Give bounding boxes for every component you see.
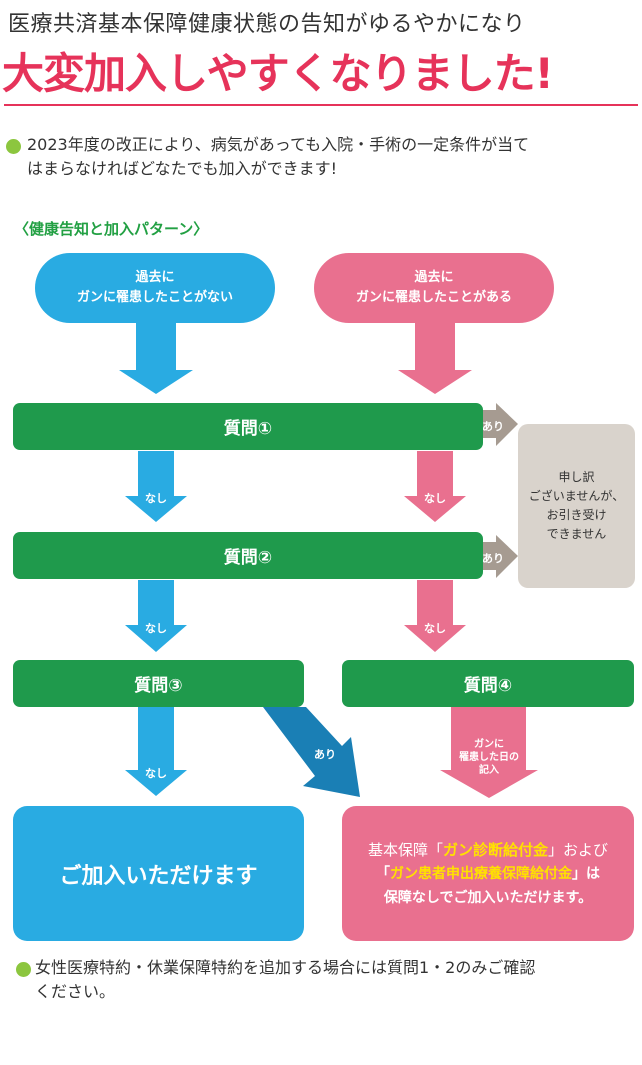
decline-box: 申し訳 ございませんが、 お引き受け できません (518, 424, 635, 588)
start-node-had-cancer: 過去に ガンに罹患したことがある (314, 253, 554, 323)
arrow-down-blue-q2 (125, 580, 187, 652)
footer-note: 女性医療特約・休業保障特約を追加する場合には質問1・2のみご確認 ください。 (35, 956, 639, 1004)
label-nashi-blue-q3: なし (145, 767, 167, 780)
footer-note-line2: ください。 (35, 982, 116, 1001)
header-headline: 大変加入しやすくなりました! (2, 49, 554, 98)
question-3-bar: 質問③ (13, 660, 304, 707)
start-node-no-cancer-line2: ガンに罹患したことがない (76, 290, 233, 305)
decline-line1: 申し訳 (558, 470, 595, 484)
label-ari-q3: あり (314, 748, 336, 761)
start-node-had-cancer-line1: 過去に (414, 270, 454, 285)
label-q4-line1: ガンに (474, 739, 504, 750)
label-ari-q1: あり (482, 420, 504, 433)
arrow-down-pink-q2 (404, 580, 466, 652)
arrow-right-q2-ari (482, 535, 518, 578)
start-node-had-cancer-line2: ガンに罹患したことがある (355, 290, 512, 305)
result-right-line2-c: 」は (572, 865, 600, 882)
arrow-down-pink-q4 (440, 707, 538, 798)
start-node-no-cancer-line1: 過去に (135, 270, 175, 285)
title-divider (4, 104, 638, 106)
arrow-right-q1-ari (482, 403, 518, 446)
decline-line3: お引き受け (546, 508, 607, 522)
result-right-line1: 基本保障「ガン診断給付金」および (368, 838, 608, 862)
arrow-down-blue-q1 (125, 451, 187, 522)
result-right-line1-c: 」および (548, 840, 609, 859)
label-q4-record-date: ガンに 罹患した日の 記入 (449, 738, 529, 777)
arrow-down-blue-start (119, 320, 193, 394)
label-q4-line3: 記入 (479, 765, 499, 776)
bullet-icon (6, 139, 21, 154)
label-nashi-pink-q2: なし (424, 622, 446, 635)
arrow-down-blue-q3 (125, 707, 187, 796)
question-1-bar: 質問① (13, 403, 483, 450)
decline-line4: できません (546, 527, 607, 541)
result-right-line3: 保障なしでご加入いただけます。 (383, 889, 593, 906)
result-can-join-without-coverage: 基本保障「ガン診断給付金」および 「ガン患者申出療養保障給付金」は 保障なしでご… (342, 806, 634, 941)
result-can-join: ご加入いただけます (13, 806, 304, 941)
label-q4-line2: 罹患した日の (459, 752, 519, 763)
intro-note: 2023年度の改正により、病気があっても入院・手術の一定条件が当て はまらなけれ… (27, 133, 639, 181)
label-nashi-blue-q2: なし (145, 622, 167, 635)
decline-line2: ございませんが、 (528, 489, 625, 503)
arrow-diagonal-q3-ari (263, 707, 360, 797)
intro-note-line1: 2023年度の改正により、病気があっても入院・手術の一定条件が当て (27, 135, 530, 154)
question-2-bar: 質問② (13, 532, 483, 579)
arrow-down-pink-q1 (404, 451, 466, 522)
result-right-line1-a: 基本保障「 (367, 840, 443, 859)
label-nashi-blue-q1: なし (145, 492, 167, 505)
result-right-line1-b: ガン診断給付金 (442, 840, 548, 859)
bullet-icon (16, 962, 31, 977)
label-nashi-pink-q1: なし (424, 492, 446, 505)
question-4-bar: 質問④ (342, 660, 634, 707)
result-right-line2: 「ガン患者申出療養保障給付金」は (376, 862, 600, 886)
intro-note-line2: はまらなければどなたでも加入ができます! (27, 159, 338, 178)
start-node-no-cancer: 過去に ガンに罹患したことがない (35, 253, 275, 323)
section-label: 〈健康告知と加入パターン〉 (14, 220, 209, 238)
result-right-line2-a: 「 (376, 865, 390, 882)
result-right-line2-b: ガン患者申出療養保障給付金 (390, 865, 572, 882)
footer-note-line1: 女性医療特約・休業保障特約を追加する場合には質問1・2のみご確認 (35, 958, 536, 977)
label-ari-q2: あり (482, 552, 504, 565)
header-subtitle: 医療共済基本保障健康状態の告知がゆるやかになり (8, 12, 526, 37)
arrow-down-pink-start (398, 320, 472, 394)
